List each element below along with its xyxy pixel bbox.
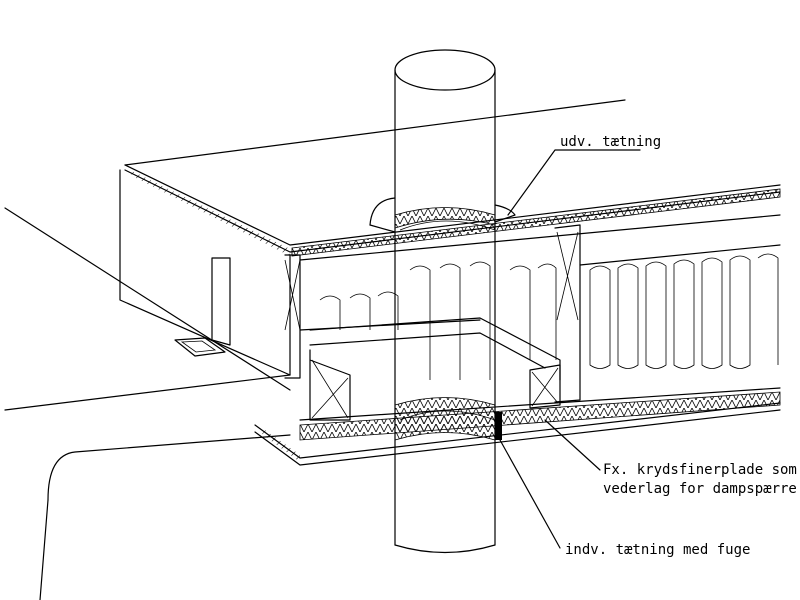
outer-seal-label: udv. tætning <box>560 134 661 150</box>
outer-seal-collar <box>369 197 516 233</box>
roof-top-plate <box>124 99 781 257</box>
inner-seal-label: indv. tætning med fuge <box>565 542 750 558</box>
plywood-label-line2: vederlag for dampspærre <box>603 481 797 497</box>
plywood-label-line1: Fx. krydsfinerplade som <box>603 462 797 478</box>
roof-side-wall <box>119 169 291 376</box>
leader-lines <box>499 149 641 549</box>
ground-lines <box>4 207 291 600</box>
bottom-plate <box>254 387 781 466</box>
inner-seal <box>394 397 502 441</box>
rafter-left <box>284 224 581 403</box>
insulation-back <box>299 214 781 380</box>
pipe-column <box>394 49 496 554</box>
